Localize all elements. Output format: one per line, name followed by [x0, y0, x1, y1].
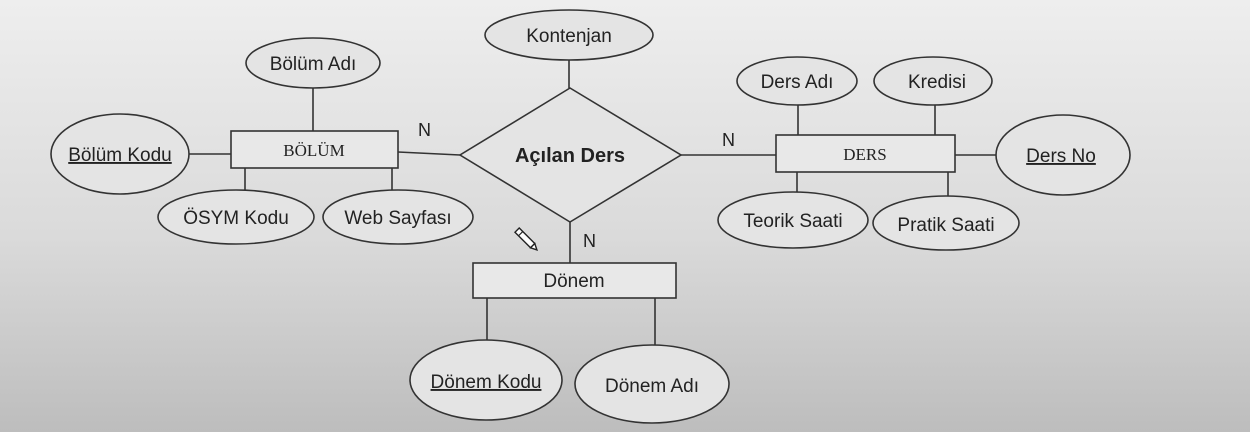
- entity-label: Dönem: [543, 271, 604, 292]
- attribute-ellipse: [995, 114, 1131, 196]
- attribute-label: Ders No: [1026, 146, 1096, 167]
- attribute-donem-kodu-key: Dönem Kodu: [409, 339, 563, 421]
- attribute-ders-adi: Ders Adı: [736, 56, 858, 106]
- pencil-icon: [513, 226, 539, 252]
- attribute-ellipse: [50, 113, 190, 195]
- attribute-label: Dönem Adı: [605, 376, 699, 397]
- entity-box: [230, 130, 399, 169]
- attribute-ellipse: [872, 195, 1020, 251]
- attribute-donem-adi: Dönem Adı: [574, 344, 730, 424]
- attribute-label: Kredisi: [908, 72, 966, 93]
- connector-bolum-relation: [397, 151, 461, 156]
- attribute-ellipse: [484, 9, 654, 61]
- entity-label: BÖLÜM: [283, 141, 344, 160]
- attribute-ellipse: [322, 189, 474, 245]
- attribute-label: Kontenjan: [526, 26, 612, 47]
- attribute-ellipse: [717, 191, 869, 249]
- cardinality-ders: N: [722, 130, 735, 150]
- entity-box: [775, 134, 956, 173]
- attribute-ellipse: [409, 339, 563, 421]
- attribute-kontenjan: Kontenjan: [484, 9, 654, 61]
- attribute-ellipse: [157, 189, 315, 245]
- entity-label: DERS: [843, 145, 886, 164]
- entity-bolum: BÖLÜM: [230, 130, 399, 169]
- attribute-label: Pratik Saati: [897, 215, 994, 236]
- relationship-acilan-ders: Açılan Ders: [458, 87, 683, 223]
- attribute-teorik-saati: Teorik Saati: [717, 191, 869, 249]
- attribute-ellipse: [736, 56, 858, 106]
- attribute-bolum-adi: Bölüm Adı: [245, 37, 381, 89]
- connectors: [188, 60, 997, 345]
- relationship-diamond: [458, 87, 683, 223]
- attribute-bolum-kodu-key: Bölüm Kodu: [50, 113, 190, 195]
- attribute-label: Web Sayfası: [344, 208, 451, 229]
- attribute-label: Bölüm Kodu: [68, 145, 172, 166]
- relationship-label: Açılan Ders: [515, 145, 625, 167]
- attribute-label: Teorik Saati: [743, 211, 842, 232]
- attribute-osym-kodu: ÖSYM Kodu: [157, 189, 315, 245]
- attribute-label: ÖSYM Kodu: [183, 208, 289, 229]
- entity-ders: DERS: [775, 134, 956, 173]
- attribute-label: Ders Adı: [761, 72, 834, 93]
- attribute-ellipse: [574, 344, 730, 424]
- cardinality-donem: N: [583, 231, 596, 251]
- cardinality-bolum: N: [418, 120, 431, 140]
- entity-donem: Dönem: [472, 262, 677, 299]
- attribute-pratik-saati: Pratik Saati: [872, 195, 1020, 251]
- attribute-label: Dönem Kodu: [431, 372, 542, 393]
- entity-box: [472, 262, 677, 299]
- attribute-web-sayfasi: Web Sayfası: [322, 189, 474, 245]
- attribute-ellipse: [245, 37, 381, 89]
- attribute-ders-no-key: Ders No: [995, 114, 1131, 196]
- attribute-label: Bölüm Adı: [270, 54, 357, 75]
- attribute-ellipse: [873, 56, 993, 106]
- attribute-kredisi: Kredisi: [873, 56, 993, 106]
